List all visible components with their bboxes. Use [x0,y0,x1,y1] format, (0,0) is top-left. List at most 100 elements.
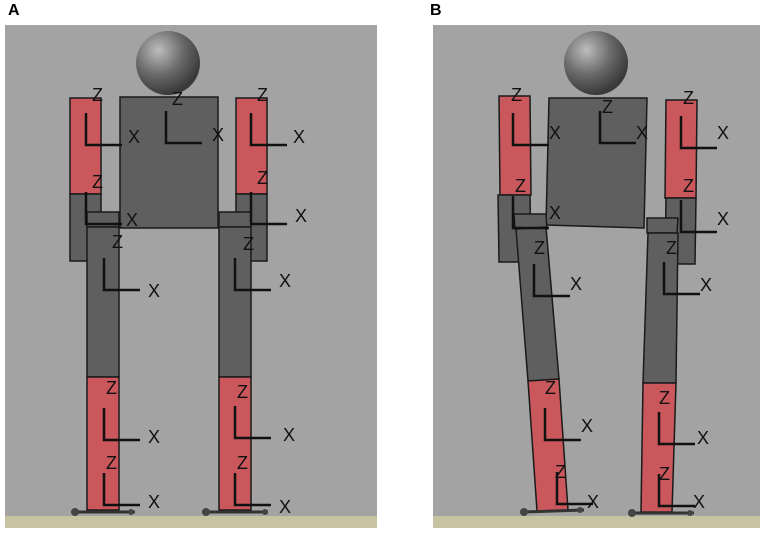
z-axis-label: Z [659,464,670,484]
x-axis-label: X [148,281,160,301]
x-axis-label: X [126,210,138,230]
frame-axes [532,264,570,298]
frame-axes [102,408,140,442]
frame-axes [102,258,140,292]
frame-axes [511,113,549,147]
coordinate-frame: ZX [84,172,138,230]
torso [545,97,648,229]
z-axis-label: Z [555,462,566,482]
z-axis-label: Z [172,89,183,109]
z-axis-label: Z [106,453,117,473]
z-axis-label: Z [237,453,248,473]
coordinate-frame: ZX [233,453,291,517]
frame-axes [84,113,122,147]
coordinate-frame: ZX [555,462,599,512]
z-axis-label: Z [257,85,268,105]
frame-axes [598,111,636,145]
coordinate-frame: ZX [543,378,593,442]
left-foot [520,507,585,516]
frame-axes [249,113,287,147]
panel-label-a: A [8,2,20,19]
coordinate-frame: ZX [662,238,712,296]
coordinate-frame: ZX [657,464,705,512]
z-axis-label: Z [511,85,522,105]
x-axis-label: X [700,275,712,295]
right-hip-block [218,211,252,228]
coordinate-frame: ZX [233,234,291,292]
coordinate-frame: ZX [657,388,709,448]
panel-label-b: B [430,2,442,19]
z-axis-label: Z [112,232,123,252]
coordinate-frame: ZX [679,88,729,150]
x-axis-label: X [570,274,582,294]
z-axis-label: Z [666,238,677,258]
x-axis-label: X [717,123,729,143]
coordinate-frame: ZX [102,378,160,447]
x-axis-label: X [717,209,729,229]
frame-axes [84,192,122,226]
z-axis-label: Z [545,378,556,398]
left-thigh [86,226,120,378]
coordinate-frame: ZX [84,85,140,147]
frame-axes [679,116,717,150]
frame-axes [662,262,700,296]
z-axis-label: Z [237,382,248,402]
left-foot [71,508,135,516]
right-foot [202,508,268,516]
x-axis-label: X [693,492,705,512]
x-axis-label: X [549,123,561,143]
x-axis-label: X [148,492,160,512]
x-axis-label: X [279,497,291,517]
coordinate-frame: ZX [249,85,305,147]
z-axis-label: Z [106,378,117,398]
right-thigh [218,226,252,378]
z-axis-label: Z [683,88,694,108]
x-axis-label: X [212,125,224,145]
frame-axes [679,200,717,234]
right-foot [628,509,694,517]
torso [119,96,219,229]
frame-axes [233,406,271,440]
coordinate-frame: ZX [233,382,295,445]
x-axis-label: X [148,427,160,447]
frame-axes [249,192,287,226]
frame-axes [164,111,202,145]
z-axis-label: Z [257,168,268,188]
coordinate-frame: ZX [164,89,224,145]
panel-b-floor [433,516,760,528]
frame-axes [555,472,593,506]
z-axis-label: Z [243,234,254,254]
panel-a [5,25,377,528]
frame-axes [233,258,271,292]
z-axis-label: Z [659,388,670,408]
frame-axes [543,408,581,442]
x-axis-label: X [293,127,305,147]
x-axis-label: X [295,206,307,226]
right-hip-block [646,217,679,234]
x-axis-label: X [581,416,593,436]
x-axis-label: X [279,271,291,291]
z-axis-label: Z [534,238,545,258]
coordinate-frame: ZX [511,85,561,147]
frame-axes [102,473,140,507]
frame-axes [511,196,549,230]
frame-axes [233,473,271,507]
frame-axes [657,412,695,446]
z-axis-label: Z [515,176,526,196]
coordinate-frame: ZX [102,453,160,512]
head [136,31,200,95]
frame-axes [657,474,695,508]
x-axis-label: X [128,127,140,147]
panel-b [433,25,760,528]
coordinate-frame: ZX [598,97,648,145]
z-axis-label: Z [92,85,103,105]
x-axis-label: X [587,492,599,512]
x-axis-label: X [697,428,709,448]
coordinate-frame: ZX [511,176,561,230]
x-axis-label: X [549,203,561,223]
coordinate-frame: ZX [249,168,307,226]
x-axis-label: X [283,425,295,445]
